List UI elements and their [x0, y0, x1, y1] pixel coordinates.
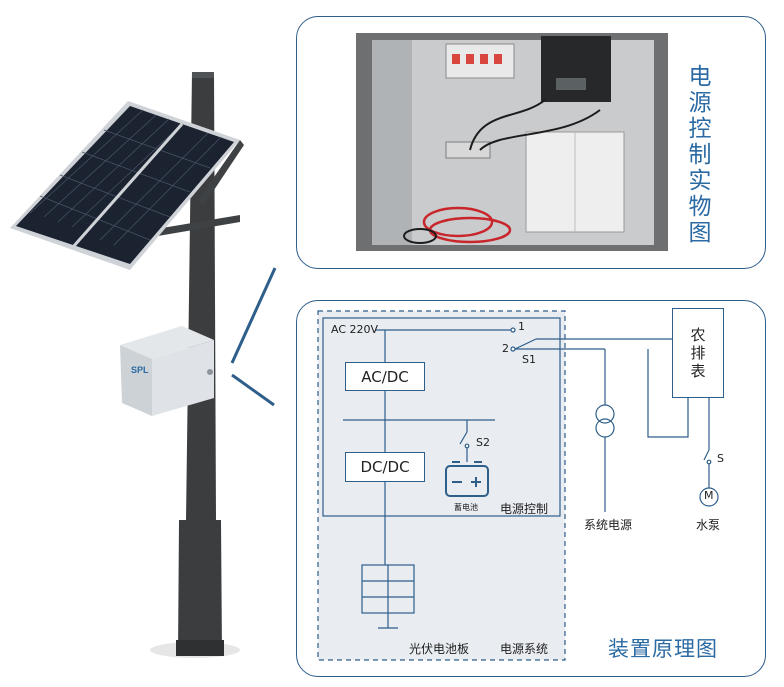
ac-label: AC 220V	[331, 323, 379, 336]
pole-base	[176, 640, 224, 656]
solar-panel-grid	[29, 109, 222, 246]
dc-dc-converter: DC/DC	[345, 452, 425, 482]
power-control-label: 电源控制	[500, 502, 549, 516]
motor-symbol: M	[704, 489, 714, 502]
s1-label: S1	[522, 353, 536, 366]
ac-dc-converter: AC/DC	[345, 362, 425, 391]
terminal-1-label: 1	[518, 320, 525, 333]
callout-line-bottom	[231, 373, 275, 407]
cabinet-top	[120, 326, 214, 359]
schematic-title: 装置原理图	[608, 637, 718, 661]
s2-label: S2	[476, 436, 490, 449]
system-power-label: 系统电源	[584, 518, 633, 532]
terminal-2-label: 2	[502, 342, 509, 355]
solar-panel-cells	[16, 106, 234, 264]
power-system-label: 电源系统	[500, 642, 549, 656]
panel-bracket	[150, 215, 240, 237]
cabinet-lock	[207, 369, 213, 375]
cabinet-front	[120, 345, 152, 416]
photo-panel-title: 电源控制实物图	[688, 64, 712, 246]
pole-cap	[192, 72, 214, 78]
s-label: S	[717, 452, 724, 465]
pump-label: 水泵	[696, 518, 721, 532]
cabinet-side	[152, 340, 214, 416]
battery-label: 蓄电池	[454, 503, 478, 512]
meter-box: 农排表	[672, 308, 724, 398]
pv-panel-label: 光伏电池板	[409, 642, 470, 656]
solar-panel-divider	[71, 123, 184, 248]
solar-pole-illustration: SPL	[10, 72, 277, 658]
callout-line-top	[230, 267, 277, 364]
panel-strut	[198, 140, 244, 205]
cabinet-brand: SPL	[131, 365, 149, 375]
